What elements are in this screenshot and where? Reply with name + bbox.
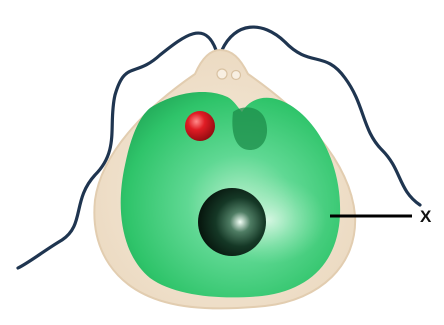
basal-body-left: [217, 69, 227, 79]
pyrenoid: [198, 188, 266, 256]
eyespot: [185, 111, 215, 141]
label-x: X: [420, 207, 432, 226]
basal-body-right: [232, 71, 241, 80]
